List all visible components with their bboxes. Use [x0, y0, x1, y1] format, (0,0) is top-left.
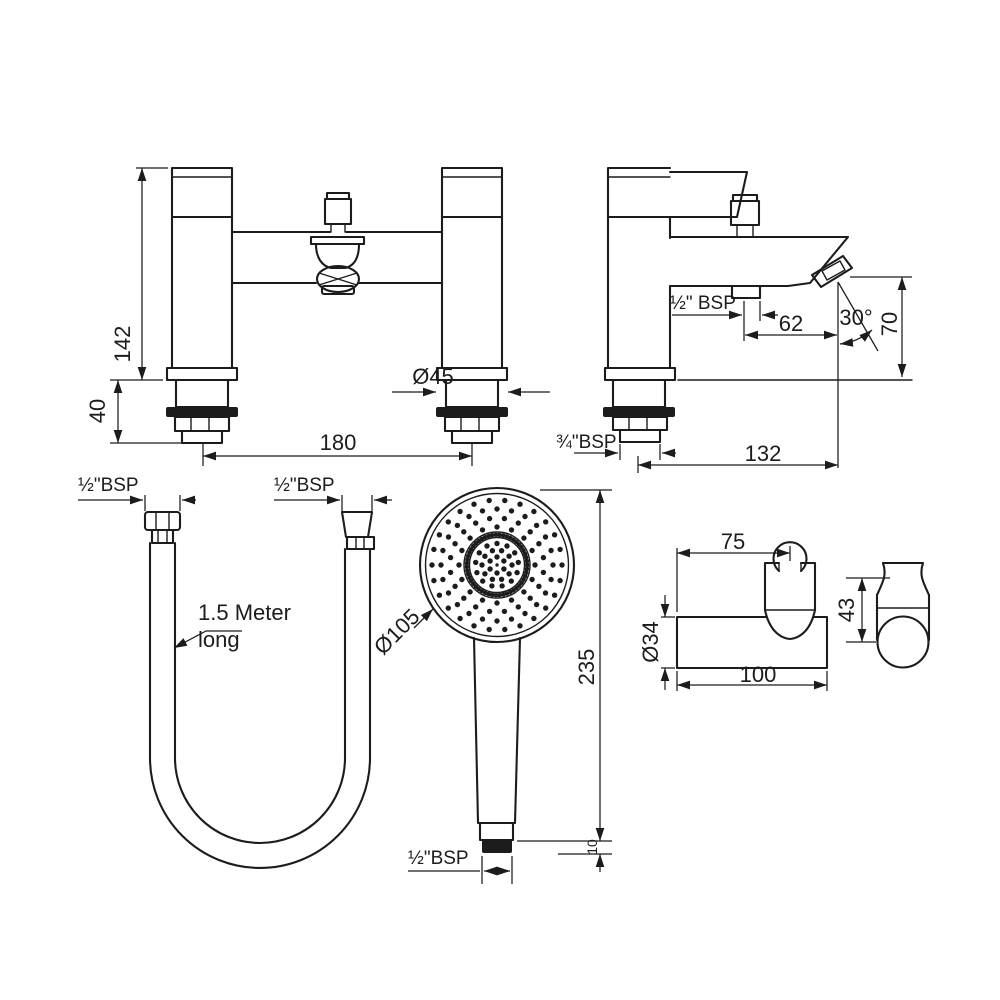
dim-front-height: 142	[110, 326, 135, 363]
label-inlet-thread: ¾"BSP	[556, 432, 617, 453]
hose-dimensions	[78, 495, 392, 649]
handset-handle	[472, 636, 522, 853]
label-hose-left-thread: ½"BSP	[78, 475, 139, 496]
dim-tail-diameter: Ø45	[412, 364, 454, 389]
diverter-knob-side	[729, 193, 761, 237]
dim-front-base-height: 40	[85, 399, 110, 423]
note-hose-length-2: long	[198, 627, 240, 652]
spout-body	[668, 235, 854, 300]
column	[606, 166, 749, 370]
knurled-ring	[464, 532, 530, 598]
front-view-dimensions	[110, 167, 550, 466]
pillar-right	[440, 166, 504, 370]
dim-handset-connector: 10	[584, 839, 600, 855]
dim-spout-projection: 62	[779, 311, 803, 336]
dim-handset-length: 235	[574, 649, 599, 686]
bracket-side-profile	[875, 561, 931, 669]
bracket-cradle	[763, 541, 817, 641]
handle-lever	[606, 170, 749, 219]
handset-dimensions	[408, 489, 612, 884]
dim-total-projection: 132	[745, 441, 782, 466]
wall-bracket	[660, 541, 931, 691]
handset-face	[418, 486, 576, 644]
shower-hose-outlet	[730, 284, 762, 300]
front-view	[110, 166, 550, 466]
dim-spout-angle: 30°	[839, 305, 872, 330]
dim-bracket-tube-diameter: Ø34	[638, 621, 663, 663]
tail-assembly-left	[165, 366, 239, 445]
side-view-dimensions	[574, 276, 912, 473]
bridge	[230, 230, 444, 285]
label-handset-thread: ½"BSP	[408, 848, 469, 869]
label-mask	[738, 669, 778, 684]
hose-cone-end	[340, 510, 376, 551]
dim-tap-centres: 180	[320, 430, 357, 455]
label-shower-outlet-thread: ½" BSP	[670, 293, 736, 314]
shower-hose	[78, 495, 392, 870]
bracket-body	[675, 615, 829, 670]
pillar-left	[170, 166, 234, 370]
tail-assembly-side	[603, 366, 677, 444]
hose-tube	[148, 541, 372, 870]
aerator	[810, 254, 854, 289]
dim-bracket-length: 100	[740, 662, 777, 687]
label-hose-right-thread: ½"BSP	[274, 475, 335, 496]
hose-tube-inner	[173, 541, 347, 844]
diverter-knob	[323, 191, 353, 233]
diverter-wheel	[309, 235, 366, 296]
dim-bracket-depth: 43	[834, 598, 859, 622]
dim-handset-face-diameter: Ø105	[369, 604, 425, 660]
note-hose-length-1: 1.5 Meter	[198, 600, 291, 625]
side-view	[574, 166, 913, 473]
hose-nut-end	[143, 510, 182, 545]
shower-handset	[408, 486, 612, 884]
dim-spout-height: 70	[877, 312, 902, 336]
tail-assembly-right	[435, 366, 509, 445]
dim-bracket-offset: 75	[721, 529, 745, 554]
bracket-dimensions	[660, 546, 890, 691]
spray-nozzle-dots	[429, 497, 565, 633]
